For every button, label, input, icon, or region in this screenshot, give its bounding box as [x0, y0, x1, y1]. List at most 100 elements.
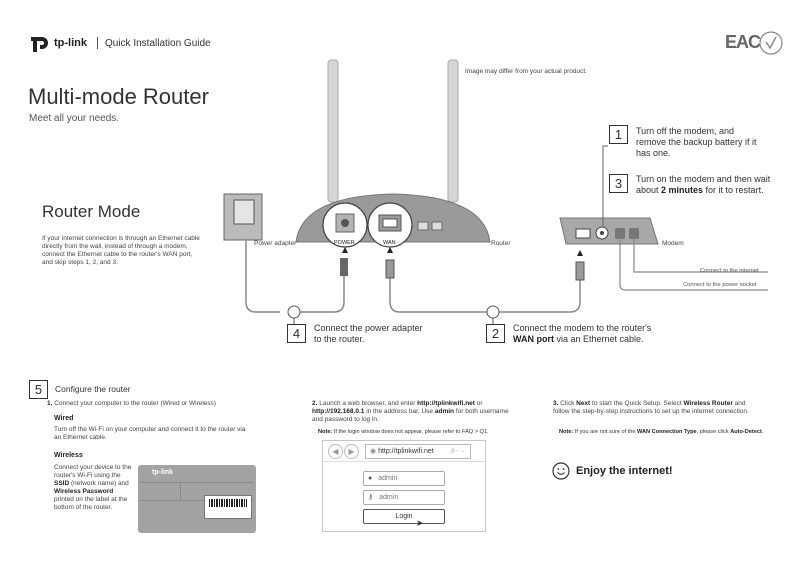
step2-text-post: via an Ethernet cable.: [554, 334, 644, 344]
browser-toolbar: ◀ ▶ ◉ http://tplinkwifi.net ρ - →: [323, 441, 485, 462]
step3-text-bold: 2 minutes: [661, 185, 704, 195]
power-port-label: POWER: [334, 240, 355, 246]
brand-logo: [28, 32, 52, 59]
modem-label: Modem: [662, 240, 684, 247]
configure-step3-note-wan: WAN Connection Type: [637, 429, 697, 435]
login-button[interactable]: Login: [363, 509, 445, 524]
configure-step3-wireless-router: Wireless Router: [683, 400, 733, 407]
step1-number: 1: [609, 125, 628, 144]
configure-step3-note: Note: If you are not sure of the WAN Con…: [559, 429, 779, 436]
configure-step3-note-label: Note:: [559, 429, 574, 435]
router-antenna-right: [447, 59, 459, 203]
configure-step2-note-label: Note:: [318, 429, 333, 435]
wireless-text-1: Connect your device to the router's Wi-F…: [54, 464, 132, 479]
recycle-check-icon: [759, 31, 783, 55]
configure-step3-note-t2: , please click: [696, 429, 731, 435]
step5-number: 5: [29, 380, 48, 399]
page-subtitle: Meet all your needs.: [29, 113, 120, 124]
configure-step3-note-t3: .: [761, 429, 764, 435]
browser-window: ◀ ▶ ◉ http://tplinkwifi.net ρ - → ● admin…: [322, 440, 486, 532]
power-adapter-label: Power adapter: [254, 240, 297, 247]
step2-marker: [486, 305, 500, 319]
address-url: http://tplinkwifi.net: [378, 448, 434, 455]
step4-marker: [287, 305, 301, 319]
connect-internet-label: Connect to the internet: [700, 268, 759, 274]
step2-text-bold: WAN port: [513, 334, 554, 344]
configure-step1-num: 1.: [47, 400, 53, 407]
step4-number: 4: [287, 324, 306, 343]
wireless-heading: Wireless: [54, 452, 83, 459]
configure-step3-t1: Click: [560, 400, 577, 407]
configure-step2-note-text: If the login window does not appear, ple…: [332, 429, 489, 435]
header-divider: [97, 37, 98, 49]
step2-text-pre: Connect the modem to the router's: [513, 323, 652, 333]
configure-step2: 2. Launch a web browser, and enter http:…: [312, 400, 512, 424]
step2-number: 2: [486, 324, 505, 343]
password-value: admin: [379, 494, 399, 501]
configure-step2-url1: http://tplinkwifi.net: [417, 400, 475, 407]
configure-step2-num: 2.: [312, 400, 318, 407]
wireless-password: Wireless Password: [54, 488, 114, 495]
configure-step2-t4: for both username and password to log in…: [312, 408, 509, 423]
configure-step3-next: Next: [576, 400, 591, 407]
forward-button[interactable]: ▶: [344, 444, 359, 459]
connect-power-socket-label: Connect to the power socket: [683, 282, 757, 288]
wireless-text-2: (network name) and: [69, 480, 129, 487]
configure-step3: 3. Click Next to start the Quick Setup. …: [553, 400, 763, 416]
address-bar[interactable]: ◉ http://tplinkwifi.net ρ - →: [365, 444, 471, 459]
configure-step3-num: 3.: [553, 400, 559, 407]
configure-step3-note-auto: Auto-Detect: [730, 429, 762, 435]
configure-step1-text: Connect your computer to the router (Wir…: [54, 400, 217, 407]
wan-port-label: WAN: [383, 240, 396, 246]
cursor-icon: ➤: [416, 518, 424, 528]
wireless-ssid: SSID: [54, 480, 70, 487]
configure-step2-url2: http://192.168.0.1: [312, 408, 365, 415]
username-value: admin: [378, 475, 398, 482]
username-field[interactable]: ● admin: [363, 471, 445, 486]
configure-step3-t2: to start the Quick Setup. Select: [590, 400, 684, 407]
configure-step3-note-t1: If you are not sure of the: [573, 429, 638, 435]
barcode-sticker: [204, 495, 252, 519]
step2-text: Connect the modem to the router's WAN po…: [513, 323, 658, 345]
connection-diagram: [223, 59, 768, 324]
step3-text-pre: Turn on the modem and then wait about: [636, 174, 771, 195]
step1-text: Turn off the modem, and remove the backu…: [636, 126, 757, 158]
key-icon: ⚷: [368, 494, 374, 501]
router-label: Router: [491, 240, 511, 247]
step3-text: Turn on the modem and then wait about 2 …: [636, 174, 772, 196]
configure-step1: 1. Connect your computer to the router (…: [47, 400, 267, 408]
image-note: Image may differ from your actual produc…: [465, 68, 587, 75]
modem-icon: [559, 217, 659, 245]
wired-heading: Wired: [54, 415, 74, 422]
router-label-image: tp-link: [138, 465, 256, 533]
router-mode-heading: Router Mode: [42, 202, 141, 221]
configure-step2-t1: Launch a web browser, and enter: [319, 400, 418, 407]
step3-number: 3: [609, 174, 628, 193]
globe-icon: ◉: [370, 448, 377, 455]
configure-step2-note: Note: If the login window does not appea…: [318, 429, 518, 436]
password-field[interactable]: ⚷ admin: [363, 490, 445, 505]
configure-step2-t2: or: [474, 400, 483, 407]
wireless-text: Connect your device to the router's Wi-F…: [54, 464, 134, 512]
tp-link-logo-icon: [31, 37, 48, 52]
step4-text: Connect the power adapter to the router.: [314, 323, 423, 344]
label-brand: tp-link: [152, 469, 173, 476]
guide-title: Quick Installation Guide: [105, 38, 211, 49]
step3-text-post: for it to restart.: [703, 185, 764, 195]
router-antenna-left: [327, 59, 339, 203]
configure-step3-t3: and follow the step-by-step instructions…: [553, 400, 749, 415]
page-title: Multi-mode Router: [28, 84, 209, 109]
address-controls: ρ - →: [451, 448, 466, 454]
wireless-text-3: printed on the label at the bottom of th…: [54, 496, 128, 511]
wired-text: Turn off the Wi-Fi on your computer and …: [54, 426, 246, 441]
back-button[interactable]: ◀: [328, 444, 343, 459]
smiley-icon: [552, 462, 570, 480]
router-mode-description: If your internet connection is through a…: [42, 235, 200, 266]
enjoy-text: Enjoy the internet!: [576, 465, 673, 477]
configure-step2-t3: in the address bar. Use: [364, 408, 435, 415]
step5-text: Configure the router: [55, 384, 131, 394]
user-icon: ●: [368, 475, 373, 482]
eac-mark: EAC: [725, 32, 761, 52]
configure-step2-admin: admin: [434, 408, 455, 415]
brand-name: tp-link: [54, 37, 87, 49]
